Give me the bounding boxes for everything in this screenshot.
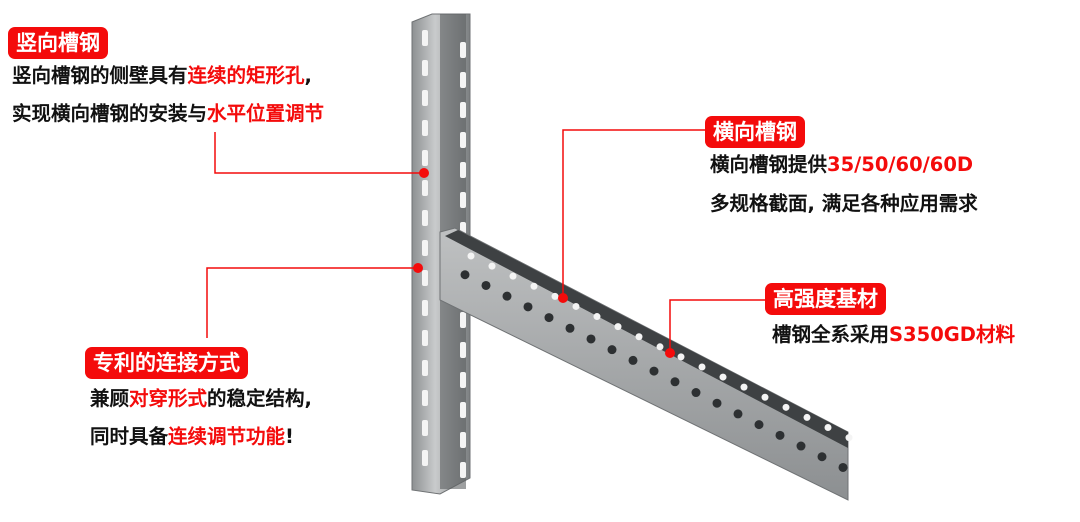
connection-desc-2: 同时具备连续调节功能! [90,424,294,450]
round-hole [502,291,512,301]
round-hole [488,262,496,270]
round-hole [481,280,491,290]
slot-hole [460,72,466,88]
highlight: 对穿形式 [129,387,208,410]
round-hole [761,393,769,401]
material-label: 高强度基材 [765,283,886,315]
slot-hole [422,450,428,466]
slot-hole [460,192,466,208]
round-hole [775,430,785,440]
horizontal-channel-desc-2: 多规格截面, 满足各种应用需求 [710,192,978,215]
round-hole [803,413,811,421]
text: ! [285,425,294,448]
round-hole [467,252,475,260]
round-hole [719,373,727,381]
text: 同时具备 [90,425,169,448]
round-hole [691,388,701,398]
round-hole [670,377,680,387]
round-hole [817,452,827,462]
round-hole [782,403,790,411]
slot-hole [422,120,428,136]
round-hole [824,424,832,432]
round-hole [677,353,685,361]
slot-hole [422,150,428,166]
slot-hole [460,42,466,58]
vertical-channel-label: 竖向槽钢 [8,27,108,59]
highlight: 35/50/60/60D [827,153,974,176]
round-hole [712,398,722,408]
round-hole [593,313,601,321]
round-hole [845,434,853,442]
round-hole [649,366,659,376]
slot-hole [422,60,428,76]
slot-hole [422,390,428,406]
slot-hole [460,162,466,178]
slot-hole [422,180,428,196]
round-hole [733,409,743,419]
round-hole [586,334,596,344]
round-hole [607,345,617,355]
material-desc: 槽钢全系采用S350GD材料 [772,322,1015,348]
highlight: 连续调节功能 [168,425,286,448]
slot-hole [422,330,428,346]
slot-hole [422,30,428,46]
round-hole [523,302,533,312]
slot-hole [460,402,466,418]
callout-dots [413,168,675,358]
horizontal-channel [439,227,853,501]
text: , [304,64,312,87]
highlight: 连续的矩形孔 [187,64,305,87]
round-hole [551,292,559,300]
text: 的稳定结构, [207,387,312,410]
round-hole [572,302,580,310]
round-hole [635,333,643,341]
slot-hole [422,420,428,436]
round-hole [628,355,638,365]
horizontal-channel-label: 横向槽钢 [705,116,805,148]
slot-hole [422,300,428,316]
slot-hole [422,270,428,286]
slot-hole [460,432,466,448]
slot-hole [460,132,466,148]
horizontal-channel-desc-1: 横向槽钢提供35/50/60/60D [710,152,973,178]
text: 兼顾 [90,387,130,410]
round-hole [740,383,748,391]
round-hole [565,323,575,333]
slot-hole [460,462,466,478]
vertical-channel-desc-1: 竖向槽钢的侧壁具有连续的矩形孔, [12,63,312,89]
round-hole [796,441,806,451]
slot-hole [460,312,466,328]
highlight: 水平位置调节 [207,102,325,125]
slot-hole [460,342,466,358]
callout-lines [206,129,765,353]
slot-hole [422,360,428,376]
round-hole [698,363,706,371]
round-hole [509,272,517,280]
round-hole [544,313,554,323]
slot-hole [460,102,466,118]
slot-hole [422,210,428,226]
round-hole [656,343,664,351]
text: 槽钢全系采用 [772,323,890,346]
slot-hole [422,90,428,106]
round-hole [754,420,764,430]
highlight: S350GD材料 [889,323,1015,346]
round-hole [530,282,538,290]
slot-hole [422,240,428,256]
round-hole [614,323,622,331]
text: 横向槽钢提供 [710,153,828,176]
slot-hole [460,372,466,388]
round-hole [460,270,470,280]
round-hole [838,462,848,472]
connection-desc-1: 兼顾对穿形式的稳定结构, [90,386,312,412]
connection-label: 专利的连接方式 [85,347,248,379]
vertical-channel-desc-2: 实现横向槽钢的安装与水平位置调节 [12,101,324,127]
text: 竖向槽钢的侧壁具有 [12,64,188,87]
text: 实现横向槽钢的安装与 [12,102,208,125]
